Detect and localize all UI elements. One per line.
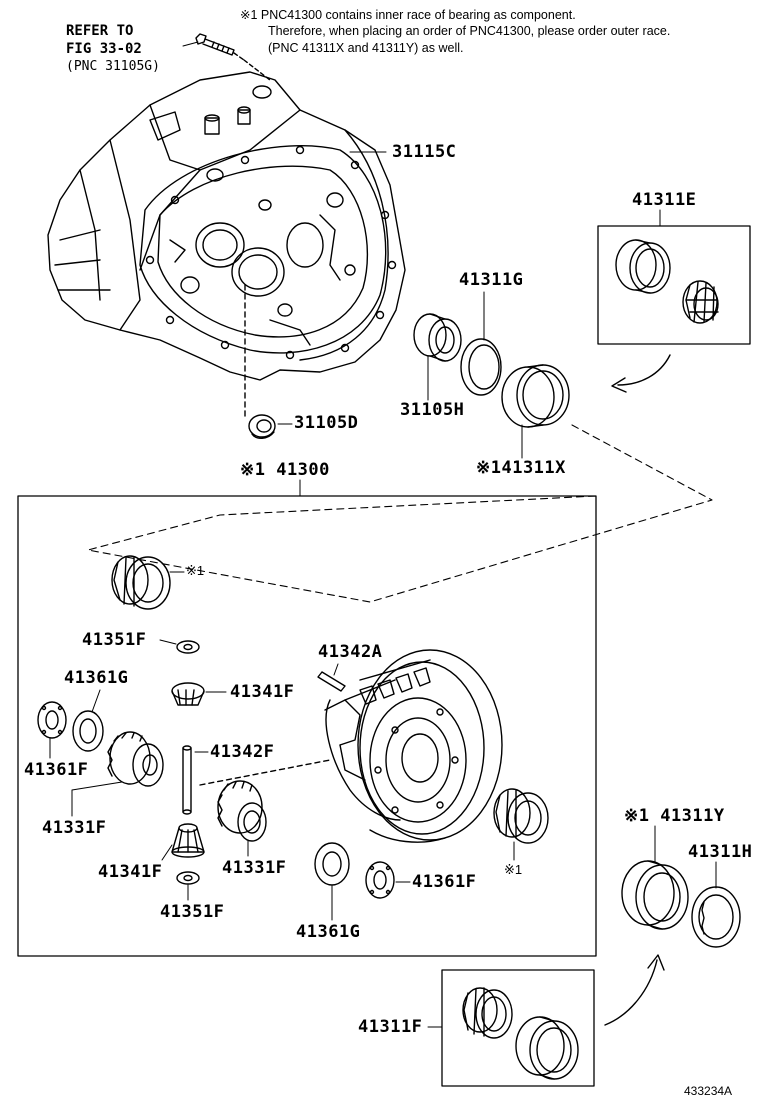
mark-note-1-right: ※1 — [504, 862, 523, 877]
pinion-gear-41341F-top-illustration — [171, 682, 205, 706]
label-41361F-left[interactable]: 41361F — [24, 760, 89, 780]
label-41311H[interactable]: 41311H — [688, 842, 753, 862]
thrust-washer-41351F-top-illustration — [176, 640, 200, 654]
label-41311E[interactable]: 41311E — [632, 190, 697, 210]
side-gear-41331F-left-illustration — [107, 731, 164, 787]
thrust-plate-41361F-left-illustration — [37, 701, 67, 739]
label-41311Y[interactable]: ※1 41311Y — [624, 806, 725, 826]
label-41311F[interactable]: 41311F — [358, 1017, 423, 1037]
refer-line-1: REFER TO — [66, 23, 134, 39]
label-31105D[interactable]: 31105D — [294, 413, 359, 433]
label-41341F-bottom[interactable]: 41341F — [98, 862, 163, 882]
label-41361G-bottom[interactable]: 41361G — [296, 922, 361, 942]
side-gear-41331F-center-illustration — [217, 780, 267, 842]
mark-note-1-top: ※1 — [186, 563, 205, 578]
kit-box-41311E — [597, 225, 751, 345]
label-41311X[interactable]: ※141311X — [476, 458, 566, 478]
pin-41342A-illustration — [317, 671, 346, 692]
note-line-2: Therefore, when placing an order of PNC4… — [268, 24, 671, 38]
kit-box-41311F — [441, 969, 595, 1087]
transaxle-case-illustration — [47, 71, 406, 381]
thrust-plate-41361F-right-illustration — [365, 861, 395, 899]
pinion-gear-41341F-bottom-illustration — [171, 823, 205, 858]
bearing-41311E-illustration — [615, 239, 719, 324]
bearing-inner-race-right-illustration — [493, 788, 549, 844]
arrow-41311E — [611, 354, 671, 393]
thrust-washer-41361G-left-illustration — [72, 710, 104, 752]
thrust-washer-41361G-bottom-illustration — [314, 842, 350, 886]
label-41311G[interactable]: 41311G — [459, 270, 524, 290]
differential-case-illustration — [324, 649, 503, 843]
kit-box-41300 — [17, 495, 597, 957]
label-41351F-bottom[interactable]: 41351F — [160, 902, 225, 922]
oil-seal-31105D-illustration — [248, 414, 276, 439]
thrust-washer-41351F-bottom-illustration — [176, 871, 200, 885]
label-31115C[interactable]: 31115C — [392, 142, 457, 162]
shim-41311H-illustration — [691, 886, 741, 948]
label-41342A[interactable]: 41342A — [318, 642, 383, 662]
label-41300[interactable]: ※1 41300 — [240, 460, 330, 480]
label-41341F-top[interactable]: 41341F — [230, 682, 295, 702]
bearing-inner-race-top-illustration — [111, 555, 171, 610]
label-41361G-top[interactable]: 41361G — [64, 668, 129, 688]
refer-fig-link[interactable]: FIG 33-02 — [66, 41, 142, 57]
label-41351F-top[interactable]: 41351F — [82, 630, 147, 650]
outer-race-41311X-illustration — [501, 364, 570, 428]
note-line-1: ※1 PNC41300 contains inner race of beari… — [240, 8, 576, 22]
label-41331F-left[interactable]: 41331F — [42, 818, 107, 838]
bearing-41311F-illustration — [462, 987, 579, 1080]
label-41361F-right[interactable]: 41361F — [412, 872, 477, 892]
refer-line-3: (PNC 31105G) — [66, 59, 160, 74]
arrow-41311F — [604, 954, 665, 1026]
oil-seal-31105H-illustration — [413, 313, 462, 362]
figure-number: 433234A — [684, 1084, 733, 1098]
bolt-illustration — [182, 33, 245, 61]
label-31105H[interactable]: 31105H — [400, 400, 465, 420]
outer-race-41311Y-illustration — [621, 860, 689, 930]
label-41331F-center[interactable]: 41331F — [222, 858, 287, 878]
shim-41311G-illustration — [460, 338, 502, 396]
label-41342F[interactable]: 41342F — [210, 742, 275, 762]
pinion-shaft-41342F-illustration — [182, 745, 192, 815]
note-line-3: (PNC 41311X and 41311Y) as well. — [268, 41, 464, 55]
